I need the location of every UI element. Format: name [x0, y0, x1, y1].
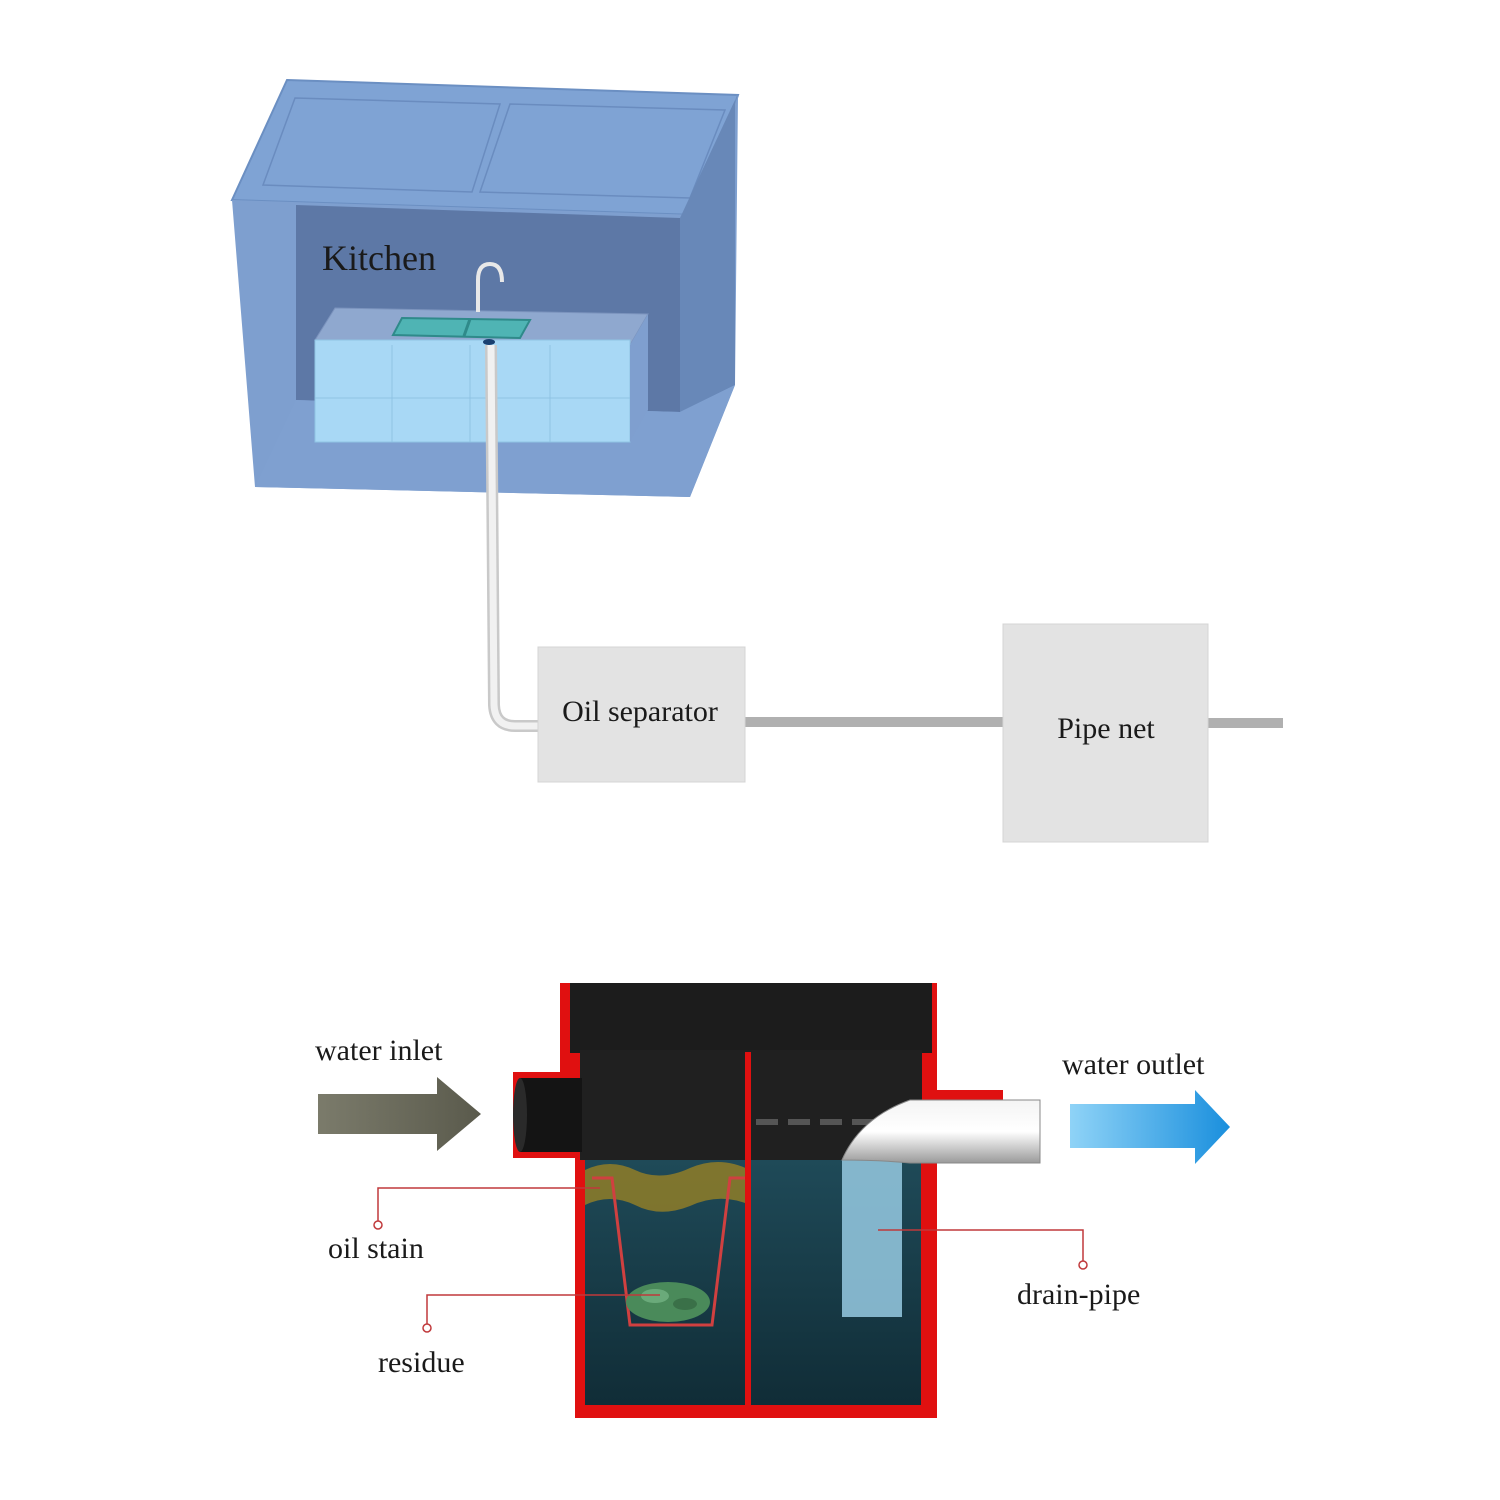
cabinet-side [630, 314, 648, 442]
residue-leader [426, 1294, 660, 1325]
faucet [476, 261, 504, 312]
kitchen-label: Kitchen [322, 238, 436, 278]
water-inlet-label: water inlet [315, 1034, 443, 1067]
residue-detail [673, 1298, 697, 1310]
drain-hole [483, 339, 495, 345]
room-side-wall [680, 100, 735, 412]
oil-separator-box [537, 646, 746, 783]
outflow-pipe [1208, 718, 1283, 728]
pipe-net-box [1002, 623, 1209, 843]
inlet-opening [513, 1078, 527, 1152]
sink-divider [462, 318, 472, 337]
cabinet-front [314, 339, 631, 443]
connector-pipe [745, 717, 1003, 727]
sink [391, 316, 532, 340]
tank-lid [570, 983, 932, 1053]
oil-stain-leader [377, 1187, 600, 1222]
roof-panel [261, 97, 502, 193]
drain-pipe-leader [878, 1229, 1084, 1262]
separator-cross-section [513, 983, 1041, 1418]
room-roof [230, 78, 740, 217]
tank-bottom [585, 1405, 921, 1410]
oil-stain-label: oil stain [328, 1232, 424, 1265]
residue-pile [626, 1282, 710, 1322]
oil-separator-label: Oil separator [562, 695, 718, 728]
residue-label: residue [378, 1346, 465, 1379]
water-outlet-arrow [1070, 1090, 1230, 1164]
residue-leader-dot [422, 1323, 432, 1333]
tank-divider [745, 1052, 751, 1412]
filter-basket [592, 1176, 745, 1327]
kitchen-drain-pipe-highlight [487, 344, 540, 730]
water-outlet-label: water outlet [1062, 1048, 1205, 1081]
drain-pipe-leader-dot [1078, 1260, 1088, 1270]
pipe-net-label: Pipe net [1057, 712, 1155, 745]
oil-stain-leader-dot [373, 1220, 383, 1230]
residue-detail [641, 1289, 669, 1303]
kitchen-room [230, 78, 740, 497]
outlet-pipe [841, 1099, 1041, 1164]
inlet-stub [520, 1078, 582, 1152]
water-inlet-arrow [318, 1077, 481, 1151]
internal-drain-pipe [842, 1160, 902, 1317]
drain-pipe-label: drain-pipe [1017, 1278, 1140, 1311]
oil-layer [585, 1161, 750, 1212]
